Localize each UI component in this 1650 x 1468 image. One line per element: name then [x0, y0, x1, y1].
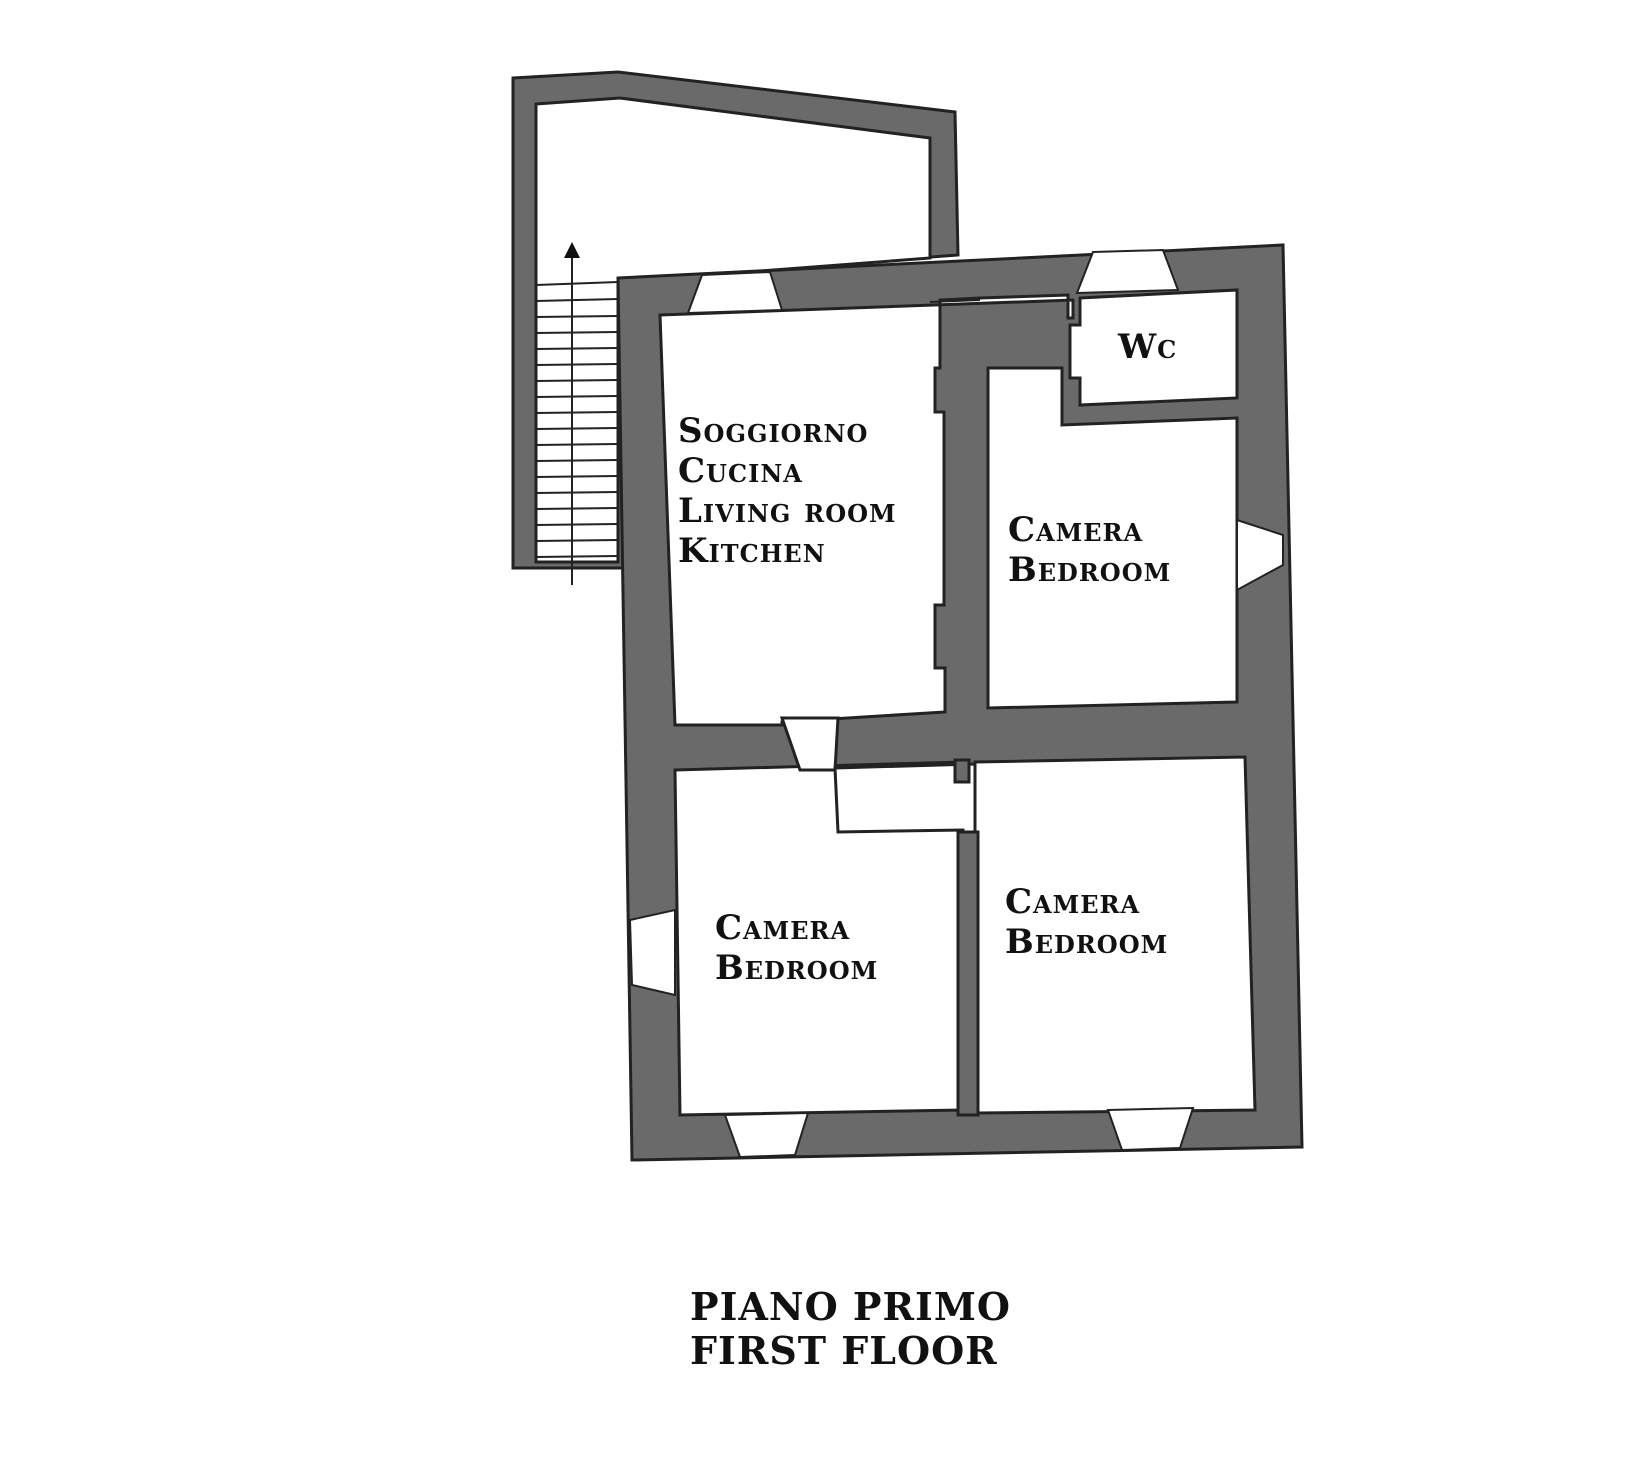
door-jamb	[953, 758, 971, 784]
label-line: Soggiorno	[678, 411, 869, 451]
room-wc	[1068, 288, 1239, 407]
label-living-kitchen: Soggiorno Cucina Living room Kitchen	[678, 411, 897, 571]
top-door-threshold	[929, 299, 981, 303]
label-line: Cucina	[678, 451, 803, 491]
window-bottom-left	[723, 1111, 810, 1159]
partition-stub	[956, 830, 980, 1117]
stair-direction-arrow-icon	[564, 242, 580, 585]
window-right-upper	[1236, 518, 1284, 592]
label-bedroom-top-right: Camera Bedroom	[1008, 510, 1171, 590]
label-line: Camera	[1005, 882, 1141, 922]
label-line: Wc	[1118, 327, 1178, 367]
label-wc: Wc	[1118, 327, 1177, 367]
floor-title-it: PIANO PRIMO	[690, 1284, 1011, 1329]
label-line: Bedroom	[715, 948, 879, 988]
label-line: Bedroom	[1005, 922, 1169, 962]
floor-caption: PIANO PRIMO FIRST FLOOR	[690, 1285, 1011, 1373]
label-line: Bedroom	[1008, 550, 1172, 590]
label-bedroom-bottom-left: Camera Bedroom	[715, 908, 878, 988]
window-top-right	[1075, 248, 1180, 295]
label-line: Camera	[1008, 510, 1144, 550]
window-left	[628, 908, 676, 997]
label-line: Camera	[715, 908, 851, 948]
floor-title-en: FIRST FLOOR	[690, 1328, 998, 1373]
room-bedroom-top-right	[986, 366, 1239, 710]
label-line: Living room	[678, 491, 897, 531]
window-bottom-right	[1106, 1106, 1195, 1152]
staircase-steps	[535, 281, 619, 558]
window-top-left	[686, 270, 784, 315]
label-line: Kitchen	[678, 531, 826, 571]
label-bedroom-bottom-right: Camera Bedroom	[1005, 882, 1168, 962]
